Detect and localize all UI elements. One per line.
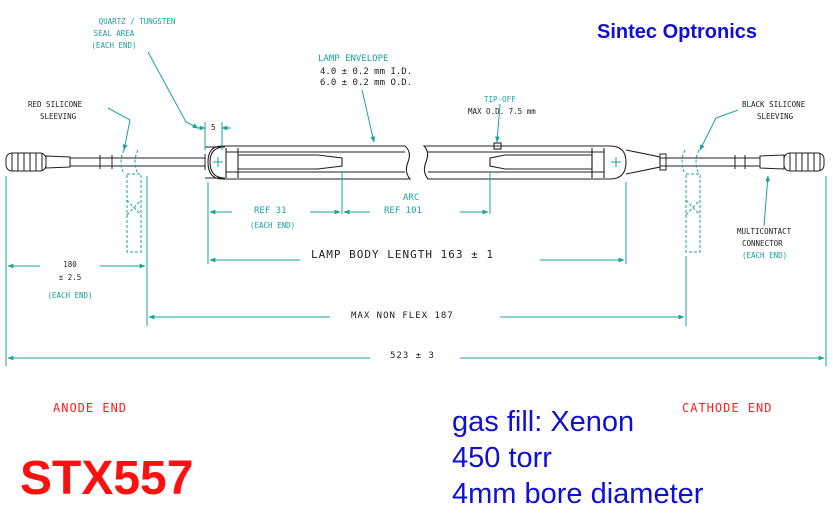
red-sleeving-label-line1: RED SILICONE [28,100,83,109]
dimension-lines [5,51,827,366]
quartz-seal-label-line2: SEAL AREA [93,29,135,38]
red-sleeving-label-line2: SLEEVING [40,112,77,121]
quartz-seal-label-line1: QUARTZ / TUNGSTEN [98,17,176,26]
connector-label-line1: MULTICONTACT [737,227,792,236]
tipoff-label-line1: TIP-OFF [484,95,516,104]
overall-length-label: 523 ± 3 [390,351,435,361]
sleeving-outline [120,149,701,253]
anode-connector [5,152,71,172]
cathode-connector [759,152,825,172]
model-number: STX557 [20,452,194,505]
lead-length-tolerance: ± 2.5 [58,273,82,282]
center-marks [213,157,621,167]
ref-31-note: (EACH END) [250,221,296,230]
lead-length-value: 180 [63,260,77,269]
lamp-body-length-label: LAMP BODY LENGTH 163 ± 1 [311,248,494,261]
anode-end-label: ANODE END [53,401,128,415]
lamp-envelope-label: LAMP ENVELOPE [318,54,389,64]
gas-fill-spec: gas fill: Xenon [452,406,635,438]
ref-31-label: REF 31 [254,206,287,216]
cathode-lead-cable [659,153,760,171]
anode-lead-cable [70,154,206,170]
bore-spec: 4mm bore diameter [452,478,704,510]
connector-label-line3: (EACH END) [742,251,788,260]
arc-ref-label: REF 101 [384,206,422,216]
brand-name: Sintec Optronics [597,21,758,43]
pressure-spec: 450 torr [452,442,552,474]
tipoff-label-line2: MAX O.D. 7.5 mm [468,107,536,116]
black-sleeving-label-line2: SLEEVING [757,112,794,121]
arc-label: ARC [403,193,420,203]
quartz-seal-label-line3: (EACH END) [91,41,137,50]
connector-label-line2: CONNECTOR [742,239,783,248]
envelope-od-label: 6.0 ± 0.2 mm O.D. [320,78,413,88]
cathode-end-label: CATHODE END [682,401,773,415]
lamp-body-left [205,145,412,180]
max-non-flex-label: MAX NON FLEX 187 [351,311,454,321]
black-sleeving-label-line1: BLACK SILICONE [742,100,806,109]
envelope-id-label: 4.0 ± 0.2 mm I.D. [320,67,413,77]
lead-length-note: (EACH END) [47,291,93,300]
seal-dimension-label: 5 [211,123,216,132]
lamp-body-right [422,142,661,180]
